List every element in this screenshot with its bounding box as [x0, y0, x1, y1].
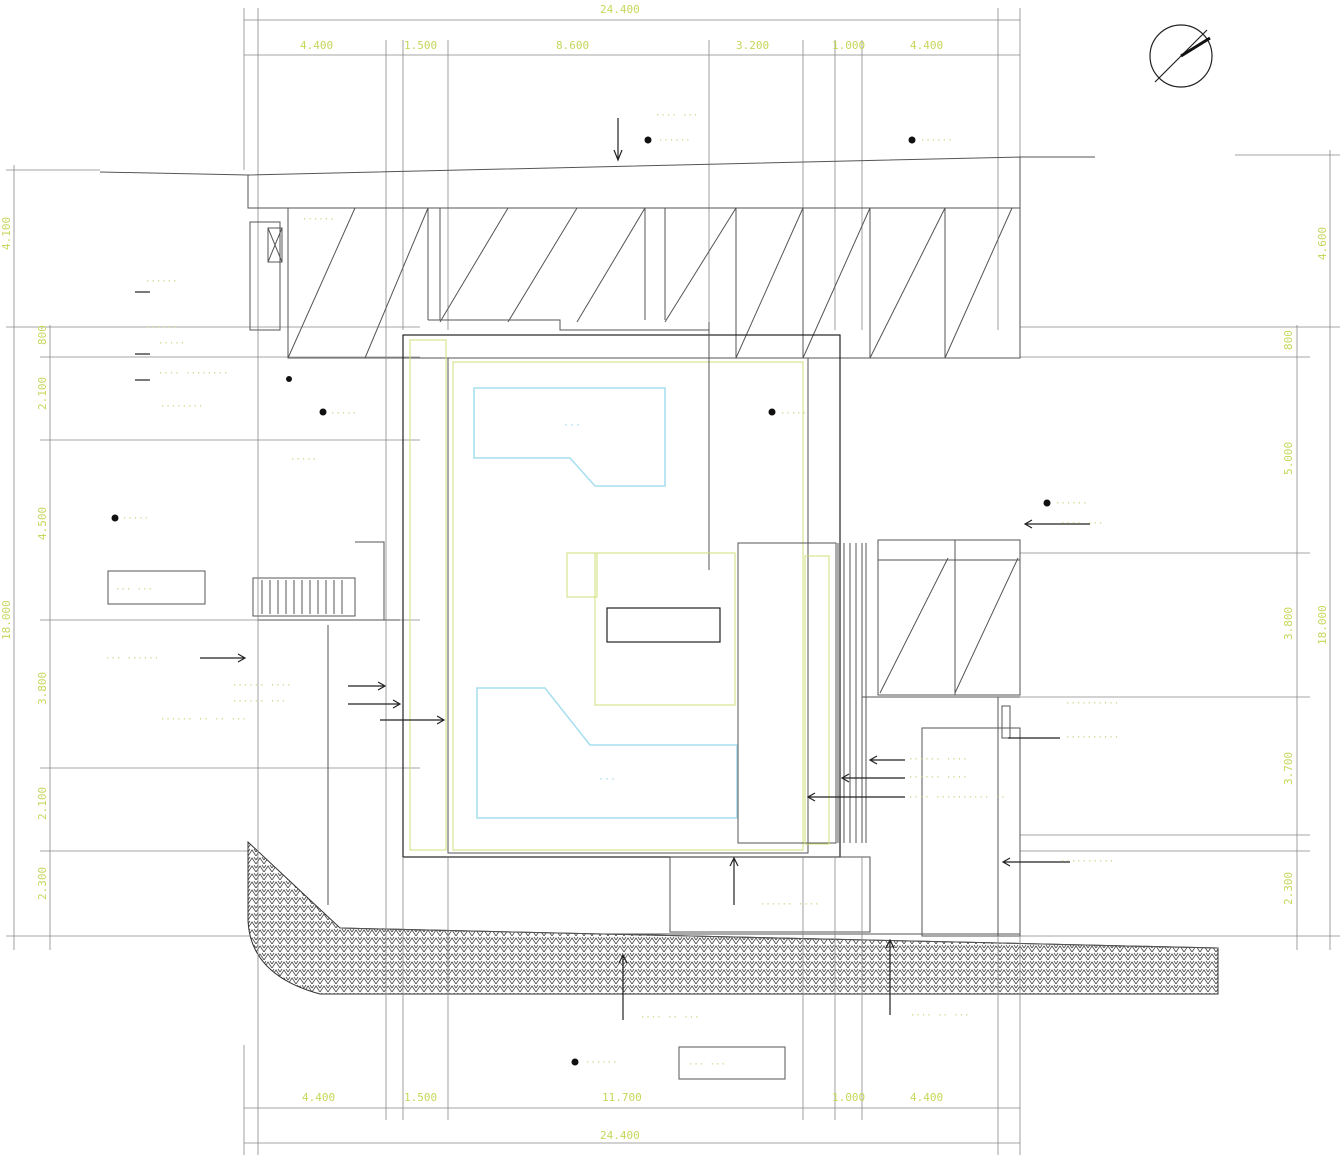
svg-text:5.000: 5.000: [1282, 442, 1295, 475]
svg-text:·····: ·····: [158, 339, 185, 349]
svg-text:·····: ·····: [330, 409, 357, 419]
svg-text:·····: ·····: [290, 455, 317, 465]
left-dimension-texts: 4.100 18.000 800 2.100 4.500 3.800 2.100…: [0, 217, 49, 900]
svg-text:······ ····: ······ ····: [232, 681, 292, 691]
svg-text:···· ········: ···· ········: [158, 369, 228, 379]
roof-edge: [99, 156, 1095, 209]
svg-text:··········: ··········: [1060, 857, 1114, 867]
svg-text:··· ······: ··· ······: [105, 654, 159, 664]
svg-text:4.400: 4.400: [910, 1091, 943, 1104]
left-deck: [252, 541, 400, 905]
svg-text:1.000: 1.000: [832, 39, 865, 52]
svg-text:··········: ··········: [1065, 699, 1119, 709]
svg-text:······: ······: [302, 215, 335, 225]
north-arrow-icon: [1149, 24, 1213, 88]
pergola-band: [287, 207, 1021, 359]
svg-text:······ ····: ······ ····: [760, 900, 820, 910]
top-dimension-texts: 24.400 4.400 1.500 8.600 3.200 1.000 4.4…: [300, 3, 943, 52]
left-dimension-lines: [6, 165, 420, 950]
svg-text:2.300: 2.300: [1282, 872, 1295, 905]
svg-text:2.300: 2.300: [36, 867, 49, 900]
svg-text:······ ···: ······ ···: [232, 697, 286, 707]
svg-text:······: ······: [145, 323, 178, 333]
svg-text:2.100: 2.100: [36, 787, 49, 820]
svg-text:······: ······: [658, 136, 691, 146]
svg-text:11.700: 11.700: [602, 1091, 642, 1104]
bottom-dimension-texts: 4.400 1.500 11.700 1.000 4.400 24.400: [302, 1091, 943, 1142]
central-core: [566, 552, 736, 706]
svg-text:···· ·· ···: ···· ·· ···: [910, 1011, 970, 1021]
right-dimension-lines: [1020, 150, 1340, 950]
right-dimension-texts: 4.600 18.000 800 5.000 3.800 3.700 2.300: [1282, 227, 1329, 905]
svg-text:···: ···: [563, 420, 581, 431]
dim-bottom-total: 24.400: [600, 1129, 640, 1142]
svg-text:···: ···: [598, 774, 616, 785]
vertical-grid-lines: [243, 330, 1021, 1155]
svg-text:4.400: 4.400: [302, 1091, 335, 1104]
bottom-dimension-lines: [244, 1107, 1020, 1144]
main-building: [402, 330, 841, 858]
svg-text:···· ·········· ··: ···· ·········· ··: [908, 793, 1006, 803]
svg-text:3.800: 3.800: [1282, 607, 1295, 640]
svg-text:2.100: 2.100: [36, 377, 49, 410]
svg-text:3.200: 3.200: [736, 39, 769, 52]
svg-text:18.000: 18.000: [1316, 605, 1329, 645]
tag-boxes: ··· ··· ··· ···: [107, 570, 786, 1080]
annotation-labels: ···· ··· ······ ······ ······ ······ ···…: [105, 111, 1119, 1068]
room-outlines: [473, 387, 738, 819]
svg-text:··········: ··········: [1065, 733, 1119, 743]
bottom-plinth: [258, 856, 1020, 935]
svg-text:4.100: 4.100: [0, 217, 13, 250]
svg-text:······ ····: ······ ····: [908, 755, 968, 765]
paving-hatch: [247, 840, 1219, 995]
svg-text:········: ········: [160, 402, 203, 412]
left-stair-column: [249, 221, 283, 331]
right-annex: [862, 539, 1021, 937]
svg-text:···· ·· ···: ···· ·· ···: [640, 1013, 700, 1023]
svg-text:···· ···: ···· ···: [1060, 519, 1103, 529]
svg-text:4.400: 4.400: [910, 39, 943, 52]
svg-text:··· ···: ··· ···: [115, 585, 153, 595]
svg-text:······: ······: [145, 277, 178, 287]
annotation-arrows: [135, 118, 1090, 1020]
svg-text:···· ···: ···· ···: [655, 111, 698, 121]
svg-text:······: ······: [585, 1058, 618, 1068]
svg-text:·····: ·····: [122, 514, 149, 524]
svg-text:··· ···: ··· ···: [688, 1060, 726, 1070]
svg-text:······ ····: ······ ····: [908, 773, 968, 783]
svg-text:18.000: 18.000: [0, 600, 13, 640]
svg-text:1.000: 1.000: [832, 1091, 865, 1104]
dim-top-total: 24.400: [600, 3, 640, 16]
right-stair: [737, 542, 867, 845]
svg-text:1.500: 1.500: [404, 1091, 437, 1104]
svg-text:3.700: 3.700: [1282, 752, 1295, 785]
svg-text:······: ······: [920, 136, 953, 146]
level-markers: [111, 136, 1051, 1066]
svg-text:8.600: 8.600: [556, 39, 589, 52]
svg-text:800: 800: [1282, 330, 1295, 350]
svg-text:4.600: 4.600: [1316, 227, 1329, 260]
svg-text:4.500: 4.500: [36, 507, 49, 540]
svg-text:······ ·· ·· ···: ······ ·· ·· ···: [160, 715, 247, 725]
svg-text:······: ······: [1055, 499, 1088, 509]
svg-text:3.800: 3.800: [36, 672, 49, 705]
top-dimension-lines: [243, 8, 1021, 330]
svg-text:800: 800: [36, 325, 49, 345]
svg-text:4.400: 4.400: [300, 39, 333, 52]
svg-text:·····: ·····: [780, 409, 807, 419]
room-labels: ··· ···: [563, 420, 616, 785]
svg-text:1.500: 1.500: [404, 39, 437, 52]
